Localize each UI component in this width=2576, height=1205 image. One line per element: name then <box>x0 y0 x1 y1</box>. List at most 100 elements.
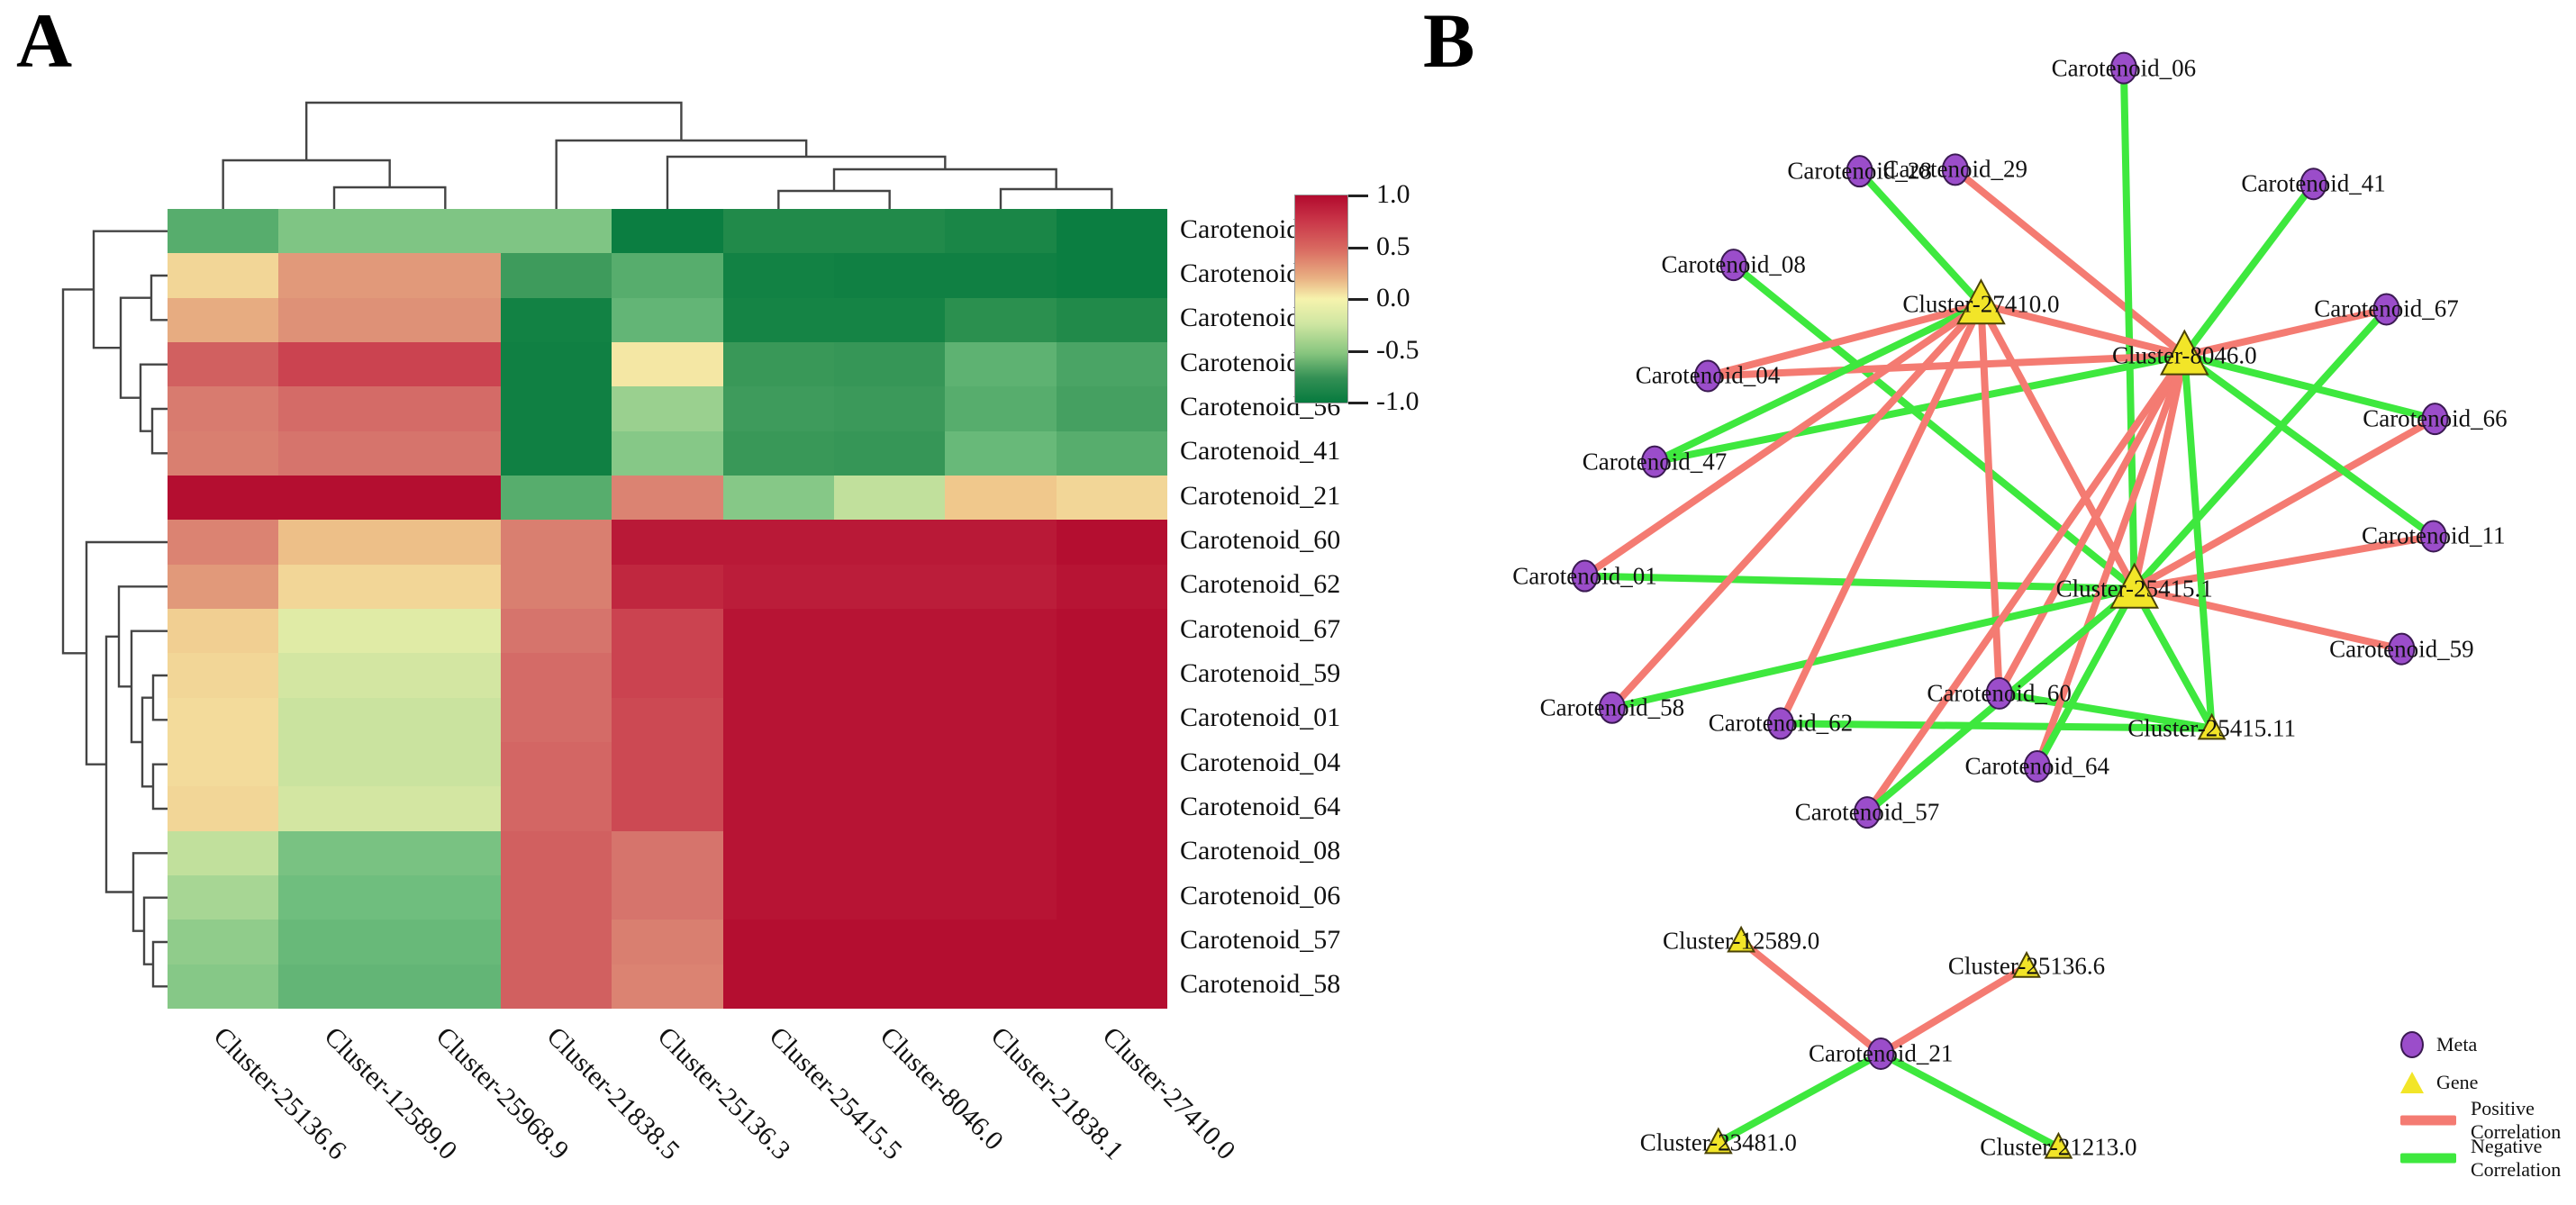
heatmap-cell <box>1056 608 1167 654</box>
heatmap-cell <box>834 386 946 431</box>
network-edge-positive <box>2033 351 2189 770</box>
network-node-meta[interactable] <box>1598 691 1626 724</box>
heatmap-row-label: Carotenoid_67 <box>1180 613 1341 644</box>
heatmap-cell <box>278 964 390 1009</box>
heatmap-row-label: Carotenoid_64 <box>1180 792 1341 821</box>
heatmap-cell <box>834 341 946 387</box>
heatmap-cell <box>834 874 946 920</box>
heatmap-cell <box>389 209 501 254</box>
network-node-gene[interactable] <box>1956 278 2006 325</box>
network-node-meta[interactable] <box>1854 796 1882 829</box>
heatmap-cell <box>722 608 834 654</box>
network-edge-negative <box>1776 720 2216 732</box>
heatmap-cell <box>1056 874 1167 920</box>
heatmap-cell <box>1056 697 1167 742</box>
dendrogram-link <box>999 187 1113 209</box>
heatmap-cell <box>1056 564 1167 609</box>
dendrogram-link <box>142 896 168 965</box>
network-node-meta[interactable] <box>1571 559 1599 593</box>
dendrogram-link <box>150 274 168 322</box>
network-node-meta[interactable] <box>1867 1037 1895 1070</box>
dendrogram-link <box>151 940 168 988</box>
heatmap-cell <box>168 209 279 254</box>
network-edge-positive <box>2130 351 2189 593</box>
heatmap-cell <box>278 475 390 521</box>
dendrogram-link <box>151 674 168 721</box>
heatmap-cell <box>389 608 501 654</box>
heatmap-cell <box>722 874 834 920</box>
heatmap-cell <box>722 830 834 875</box>
network-node-gene[interactable] <box>2012 950 2041 978</box>
heatmap-cell <box>1056 520 1167 565</box>
network-node-meta[interactable] <box>2023 749 2051 783</box>
colorbar-gradient <box>1294 195 1348 403</box>
heatmap-cell <box>168 786 279 831</box>
heatmap-cell <box>278 430 390 476</box>
network-node-meta[interactable] <box>1846 155 1873 188</box>
heatmap-cell <box>168 653 279 698</box>
heatmap-cell <box>389 964 501 1009</box>
heatmap-cell <box>389 697 501 742</box>
heatmap-grid <box>168 209 1167 1009</box>
heatmap-cell <box>501 430 612 476</box>
heatmap-cell <box>612 874 723 920</box>
heatmap-cell <box>389 430 501 476</box>
heatmap-cell <box>389 520 501 565</box>
heatmap-cell <box>612 520 723 565</box>
heatmap-cell <box>168 920 279 965</box>
heatmap-cell <box>612 475 723 521</box>
network-edge-positive <box>1977 301 2189 359</box>
heatmap-cell <box>501 209 612 254</box>
network-edge-positive <box>1704 351 2189 380</box>
network-node-meta[interactable] <box>2421 403 2449 436</box>
heatmap-cell <box>945 830 1057 875</box>
heatmap-cell <box>168 741 279 787</box>
network-node-meta[interactable] <box>1766 707 1794 740</box>
network-node-meta[interactable] <box>2299 168 2327 201</box>
network-node-gene[interactable] <box>2197 712 2227 740</box>
heatmap-cell <box>722 653 834 698</box>
heatmap-cell <box>834 564 946 609</box>
heatmap-cell <box>612 830 723 875</box>
heatmap-cell <box>168 964 279 1009</box>
network-node-meta[interactable] <box>1641 445 1669 478</box>
heatmap-cell <box>501 520 612 565</box>
panel-b-letter: B <box>1423 0 1475 84</box>
heatmap-cell <box>945 786 1057 831</box>
network-node-meta[interactable] <box>2372 293 2400 326</box>
heatmap-cell <box>722 297 834 342</box>
network-edge-positive <box>1608 301 1985 711</box>
network-node-gene[interactable] <box>2159 329 2209 376</box>
colorbar-tick-label: 0.0 <box>1376 283 1410 313</box>
network-node-meta[interactable] <box>2419 520 2447 553</box>
legend-edge-line-icon <box>2400 1115 2456 1126</box>
heatmap-cell <box>612 564 723 609</box>
network-edge-negative <box>1608 584 2138 711</box>
network-node-gene[interactable] <box>1727 925 1756 953</box>
network-node-meta[interactable] <box>1941 153 1969 186</box>
heatmap-cell <box>612 430 723 476</box>
heatmap-cell <box>612 920 723 965</box>
network-node-meta[interactable] <box>2109 51 2137 85</box>
dendrogram-link <box>666 155 947 209</box>
network-edge-negative <box>1877 1049 2063 1151</box>
heatmap-cell <box>1056 430 1167 476</box>
network-node-meta[interactable] <box>1719 249 1747 282</box>
network-node-meta[interactable] <box>1694 359 1722 393</box>
heatmap-cell <box>1056 341 1167 387</box>
network-edge-negative <box>1995 689 2216 732</box>
heatmap-cell <box>945 341 1057 387</box>
colorbar-tick-label: -1.0 <box>1376 386 1420 416</box>
network-node-gene[interactable] <box>2044 1131 2073 1159</box>
heatmap-cell <box>278 341 390 387</box>
network-node-gene[interactable] <box>1703 1127 1733 1155</box>
network-node-gene[interactable] <box>2109 562 2160 609</box>
network-node-meta[interactable] <box>2388 632 2416 666</box>
heatmap-row-label: Carotenoid_04 <box>1180 747 1341 777</box>
colorbar-tick-label: 1.0 <box>1376 179 1410 209</box>
heatmap-cell <box>278 920 390 965</box>
heatmap-cell <box>1056 253 1167 298</box>
heatmap-cell <box>501 341 612 387</box>
network-node-meta[interactable] <box>1985 676 2013 710</box>
colorbar-tick-label: 0.5 <box>1376 231 1410 261</box>
